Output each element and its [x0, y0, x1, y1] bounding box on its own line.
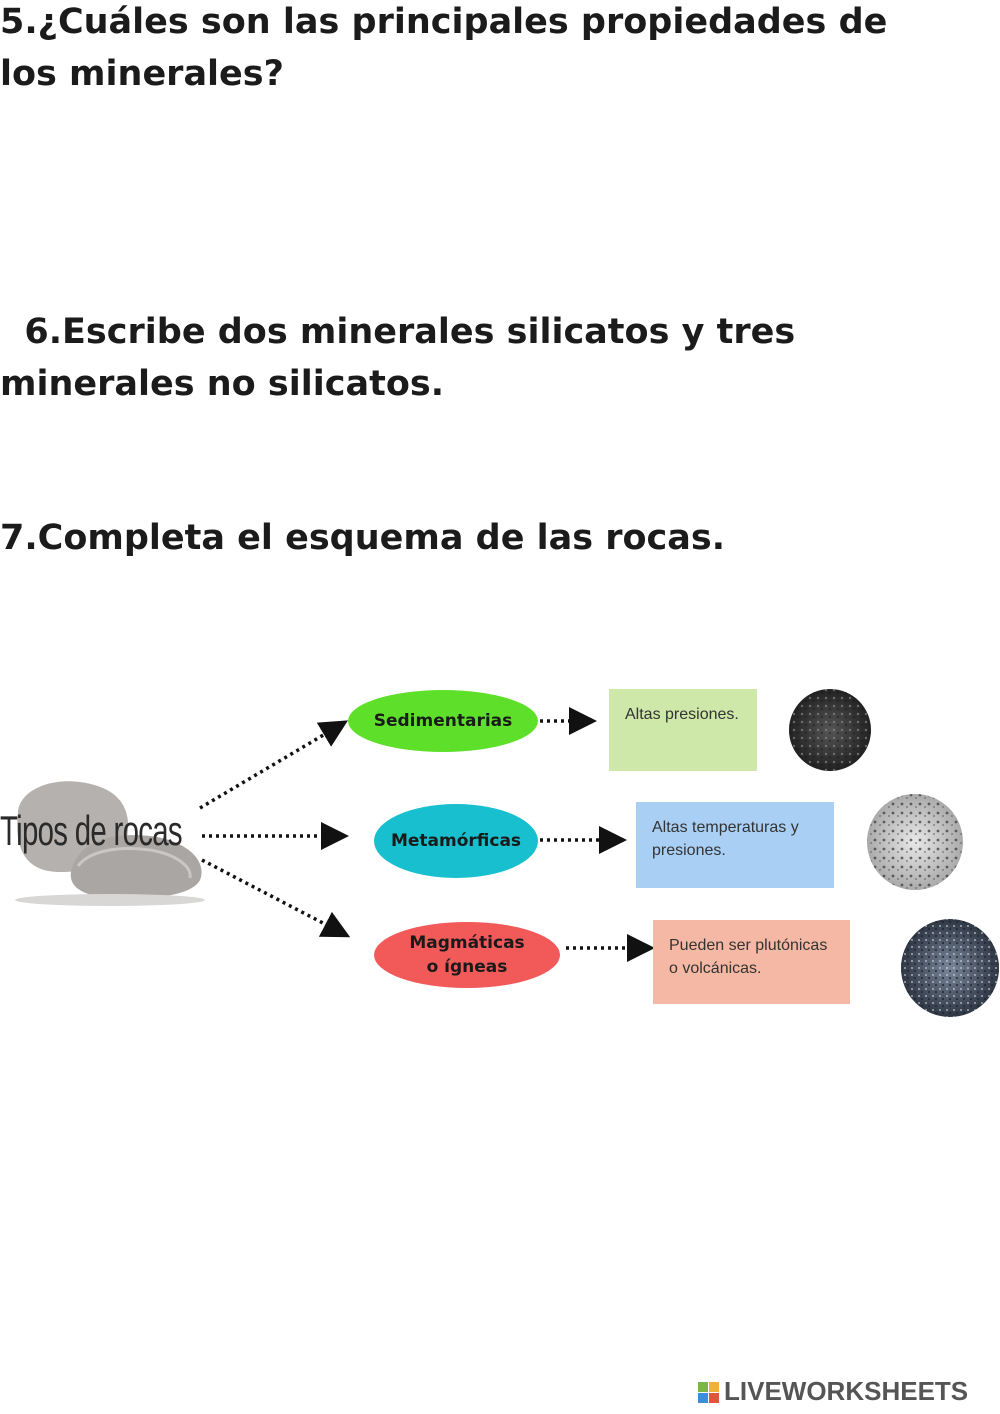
- oval-sedimentarias: Sedimentarias: [348, 690, 538, 752]
- oval-magmaticas: Magmáticas o ígneas: [374, 922, 560, 988]
- description-box-sedimentarias: Altas presiones.: [609, 689, 757, 771]
- oval-label: Magmáticas o ígneas: [409, 933, 525, 977]
- oval-label: Sedimentarias: [373, 711, 513, 731]
- description-box-magmaticas: Pueden ser plutónicas o volcánicas.: [653, 920, 850, 1004]
- rock-sample-magmatica-icon: [901, 919, 999, 1017]
- question-6: 6.Escribe dos minerales silicatos y tres…: [0, 312, 808, 404]
- brand-footer: LIVEWORKSHEETS: [698, 1376, 968, 1407]
- description-box-metamorficas: Altas temperaturas y presiones.: [636, 802, 834, 888]
- question-7: 7.Completa el esquema de las rocas.: [0, 518, 726, 558]
- brand-text: LIVEWORKSHEETS: [724, 1376, 969, 1406]
- rock-sample-sedimentaria-icon: [789, 689, 871, 771]
- rock-sample-metamorfica-icon: [867, 794, 963, 890]
- arrow-to-magmaticas: [201, 858, 351, 938]
- arrow-to-sedimentarias: [199, 720, 349, 810]
- question-5: 5.¿Cuáles son las principales propiedade…: [0, 2, 888, 94]
- rocks-illustration-icon: [15, 781, 205, 906]
- oval-metamorficas: Metamórficas: [374, 804, 538, 878]
- scheme-title: Tipos de rocas: [0, 807, 183, 854]
- oval-label: Metamórficas: [390, 831, 522, 851]
- liveworksheets-logo-icon: [698, 1382, 719, 1403]
